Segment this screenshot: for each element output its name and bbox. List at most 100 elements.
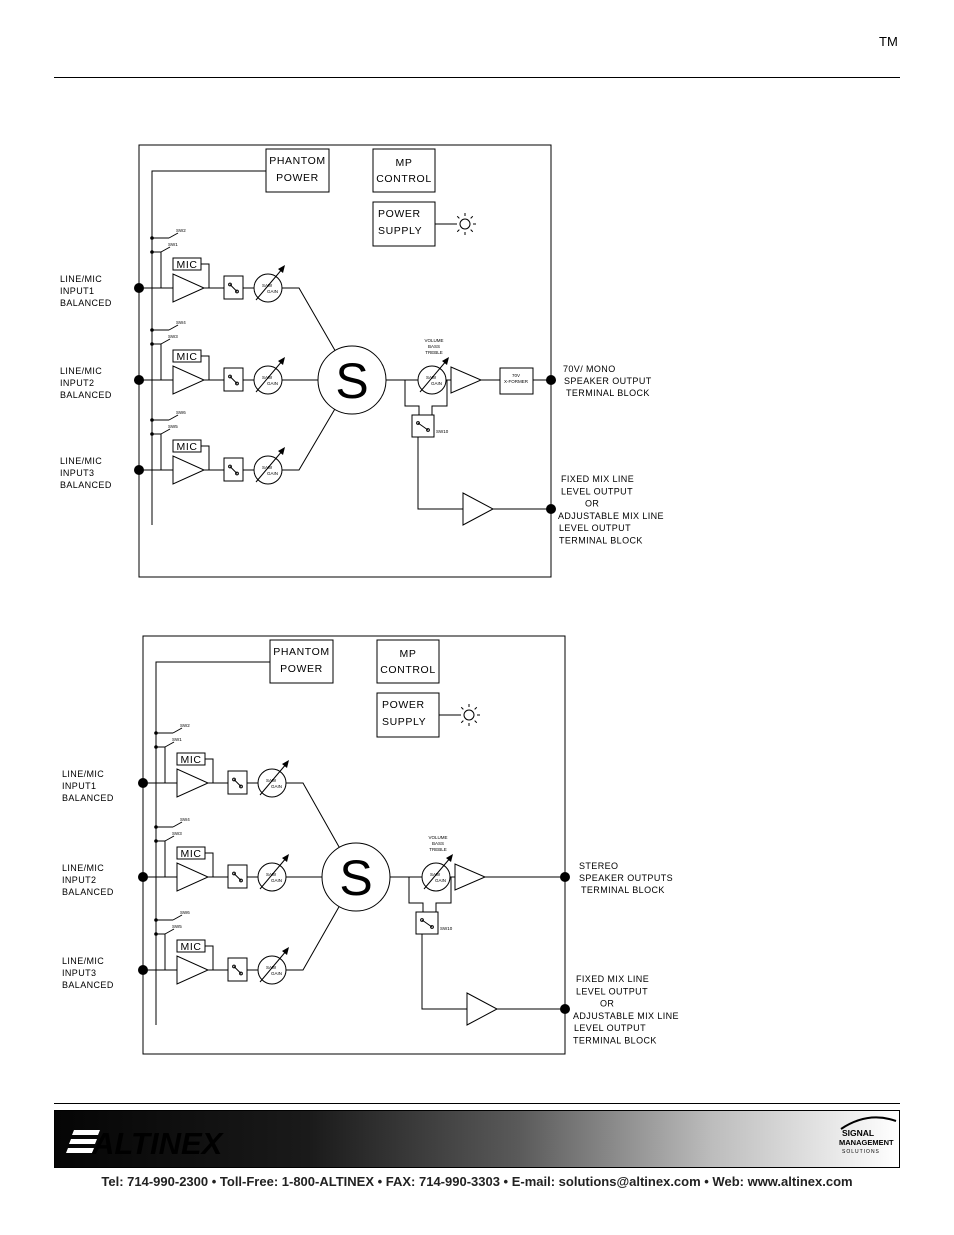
mp-line-2: CONTROL: [380, 664, 436, 676]
knob-label-bottom: GAIN: [267, 289, 278, 294]
adj-tap-wire: [435, 877, 452, 912]
phantom-switch-label: SW3: [172, 831, 182, 836]
phantom-switch-label: SW5: [168, 424, 178, 429]
knob-arrow-head: [278, 265, 285, 273]
line-out-label-3: OR: [585, 499, 599, 509]
knob-arrow-shaft: [259, 856, 288, 890]
line-driver: [462, 492, 495, 526]
line-out-label-1: FIXED MIX LINE: [576, 974, 649, 984]
line-out-label-5: LEVEL OUTPUT: [559, 523, 631, 533]
knob-label-top: SAW: [262, 283, 273, 288]
phantom-switch-blade: [160, 338, 171, 345]
phantom-switch-label: SW3: [168, 334, 178, 339]
speaker-label-2: SPEAKER OUTPUT: [564, 376, 652, 386]
trademark: TM: [879, 34, 898, 49]
input-label-line-1: LINE/MIC: [60, 274, 102, 284]
knob-arrow-head: [282, 760, 289, 768]
input-label-line-3: BALANCED: [62, 793, 114, 803]
phantom-switch-blade: [168, 232, 179, 239]
led-ray: [460, 706, 464, 710]
switch-blade: [229, 466, 238, 474]
fixed-tap-wire: [404, 380, 420, 415]
input-label-line-1: LINE/MIC: [60, 366, 102, 376]
mic-bypass-wire: [201, 263, 210, 288]
knob-label-top: SAW: [262, 375, 273, 380]
mic-preamp: [176, 768, 210, 798]
fixed-adjust-switch: [415, 911, 439, 935]
block-diagrams: PHANTOMPOWERMPCONTROLPOWERSUPPLYLINE/MIC…: [60, 144, 679, 1055]
phantom-switch-blade: [168, 324, 179, 331]
phantom-switch-label: SW2: [176, 228, 186, 233]
tone-label-2: BASS: [432, 841, 444, 846]
summing-label: S: [339, 850, 372, 906]
mp-line-1: MP: [400, 648, 417, 660]
phantom-switch-label: SW2: [180, 723, 190, 728]
mic-line-switch: [227, 864, 248, 889]
footer-banner: [54, 1110, 900, 1168]
knob-label-top: SAW: [262, 465, 273, 470]
switch-blade: [421, 919, 433, 928]
diagram-stereo: PHANTOMPOWERMPCONTROLPOWERSUPPLYLINE/MIC…: [62, 635, 679, 1055]
mic-line-switch: [223, 275, 244, 300]
power-amp: [454, 863, 487, 891]
input-label-line-3: BALANCED: [60, 298, 112, 308]
knob-label-bottom: GAIN: [435, 878, 446, 883]
input-label-line-2: INPUT1: [60, 286, 94, 296]
phantom-switch-label: SW4: [176, 320, 186, 325]
switch-blade: [233, 966, 242, 974]
phantom-switch-blade: [164, 741, 175, 748]
phantom-switch-label: SW5: [172, 924, 182, 929]
line-out-label-2: LEVEL OUTPUT: [576, 986, 648, 996]
fixed-tap-wire: [408, 877, 424, 912]
mic-preamp: [172, 365, 206, 395]
phantom-rail: [155, 661, 270, 1025]
knob-arrow-head: [278, 357, 285, 365]
knob-arrow-head: [282, 854, 289, 862]
led-ray: [470, 229, 474, 233]
enclosure-box: [138, 144, 552, 578]
switch-blade: [417, 422, 429, 431]
knob-arrow-shaft: [255, 359, 284, 393]
xformer-label-1: 70V: [512, 373, 520, 378]
input-label-line-1: LINE/MIC: [60, 456, 102, 466]
phantom-switch-label: SW6: [176, 410, 186, 415]
speaker-label-1: STEREO: [579, 861, 618, 871]
mic-label: MIC: [176, 441, 197, 453]
knob-label-bottom: GAIN: [271, 971, 282, 976]
mic-bypass-wire: [201, 445, 210, 470]
input-label-line-3: BALANCED: [62, 887, 114, 897]
led-ray: [470, 215, 474, 219]
knob-label-top: SAW: [426, 375, 437, 380]
mic-label: MIC: [180, 848, 201, 860]
signal-management-badge: SIGNAL MANAGEMENT SOLUTIONS: [839, 1116, 897, 1155]
mp-line-2: CONTROL: [376, 173, 432, 185]
mic-preamp: [176, 862, 210, 892]
phantom-switch-label: SW1: [172, 737, 182, 742]
mic-label: MIC: [176, 259, 197, 271]
phantom-switch-blade: [168, 414, 179, 421]
line-terminal: [546, 504, 556, 514]
xformer-box: [499, 367, 534, 395]
knob-arrow-shaft: [423, 856, 452, 890]
tone-label-1: VOLUME: [428, 835, 447, 840]
led-circle: [463, 709, 475, 721]
phantom-switch-blade: [160, 246, 171, 253]
phantom-line-1: PHANTOM: [269, 155, 326, 167]
knob-arrow-head: [278, 447, 285, 455]
mix-bus-wire: [282, 409, 336, 471]
altinex-wordmark: ALTINEX: [91, 1126, 225, 1160]
mp-control-box: [376, 639, 440, 684]
phantom-switch-blade: [172, 914, 183, 921]
phantom-switch-blade: [172, 821, 183, 828]
knob-label-top: SAW: [266, 965, 277, 970]
power-line-2: SUPPLY: [382, 716, 426, 728]
altinex-logo: ALTINEX: [66, 1126, 225, 1160]
line-out-label-1: FIXED MIX LINE: [561, 474, 634, 484]
